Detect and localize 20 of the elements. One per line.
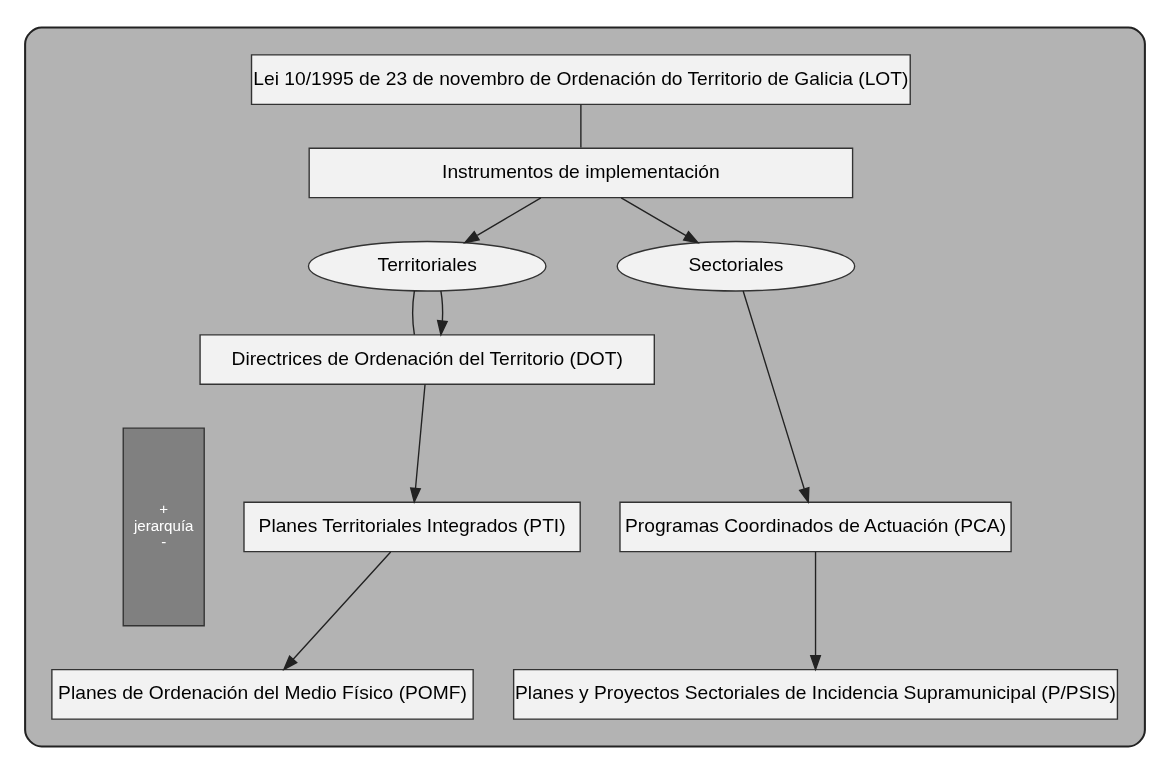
node-ellipse: Territoriales [307,240,547,292]
node-ellipse: Sectoriales [616,240,856,292]
arrow [436,290,449,337]
node-box: Programas Coordinados de Actuación (PCA) [619,501,1012,553]
arrow [809,551,822,672]
arrow [463,197,542,244]
node-box: Planes y Proyectos Sectoriales de Incidencia Supramunicipal (P/PSIS) [512,669,1119,720]
node-box: + jerarquía - [122,427,205,627]
connector [412,290,416,336]
arrow [409,383,426,505]
node-box: Instrumentos de implementación [308,147,854,199]
node-box: Planes Territoriales Integrados (PTI) [243,501,581,553]
arrow [742,290,810,505]
arrow [282,551,392,671]
connector [580,104,582,149]
node-box: Directrices de Ordenación del Territorio (DOT) [199,334,655,385]
node-box: Lei 10/1995 de 23 de novembro de Ordenación do Territorio de Galicia (LOT) [250,54,911,105]
cluster [24,26,1146,748]
arrow [620,197,700,244]
node-box: Planes de Ordenación del Medio Físico (POMF) [51,669,474,720]
